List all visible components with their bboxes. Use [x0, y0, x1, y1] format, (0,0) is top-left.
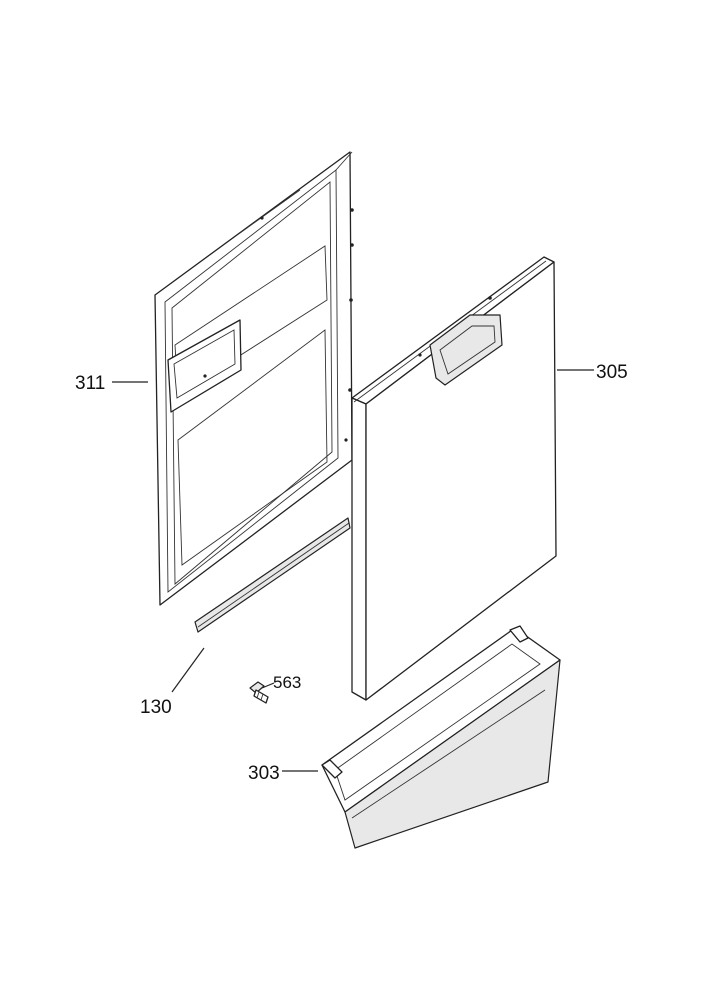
leader-563 [261, 682, 275, 689]
callout-563: 563 [273, 673, 301, 692]
outer-door-panel-part [351, 256, 557, 701]
screw-part [249, 681, 269, 704]
bottom-trim-strip-part [194, 517, 351, 633]
door-handle-recess [429, 314, 503, 386]
callout-303: 303 [248, 763, 280, 784]
inner-door-window [167, 319, 242, 413]
kick-plate-part [321, 625, 561, 849]
callout-305: 305 [596, 362, 628, 383]
callout-130: 130 [140, 697, 172, 718]
leader-130 [171, 647, 205, 693]
callout-311: 311 [75, 373, 105, 394]
